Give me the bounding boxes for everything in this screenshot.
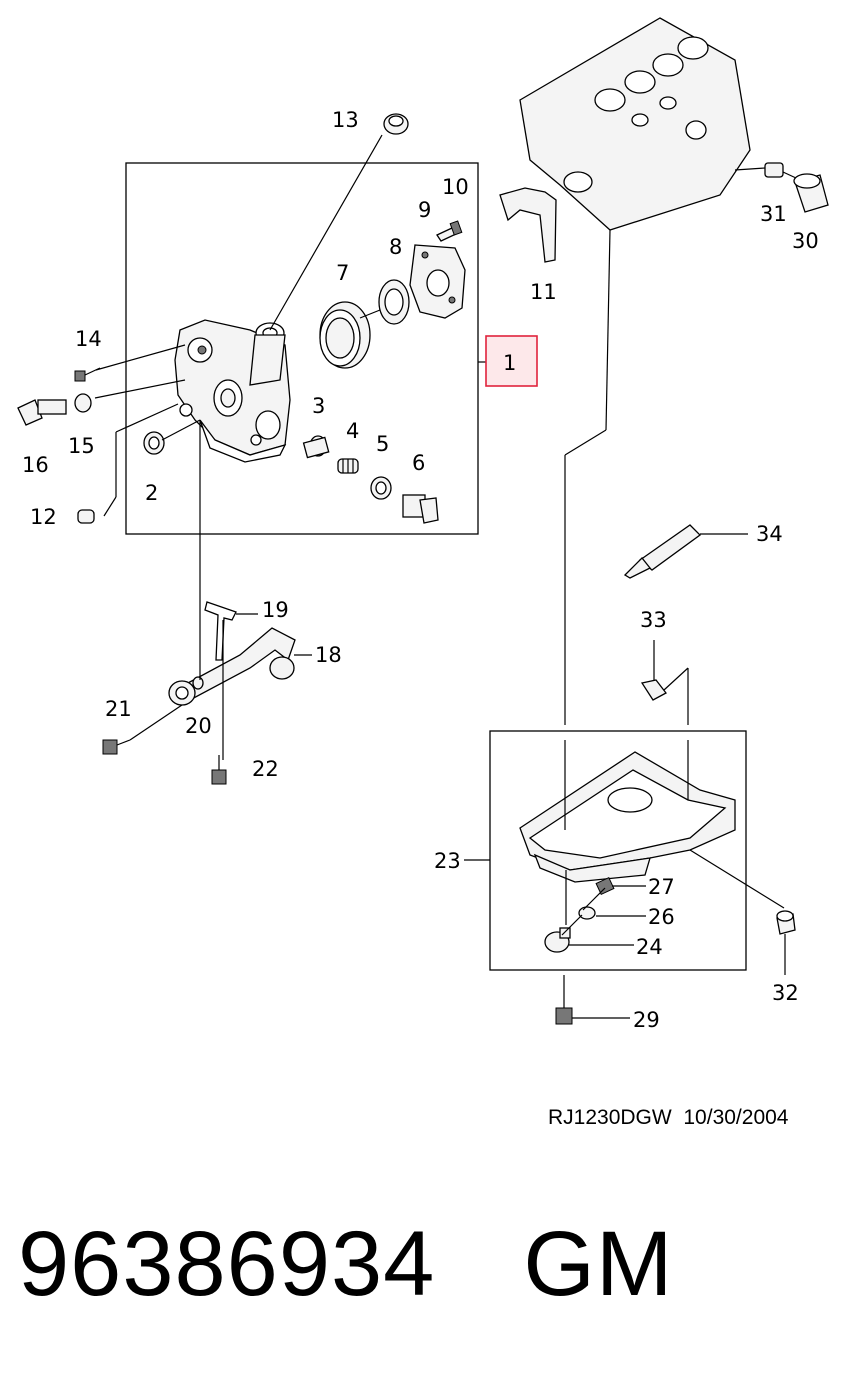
callout-19[interactable]: 19 <box>262 598 289 622</box>
callout-30[interactable]: 30 <box>792 229 819 253</box>
washer-20 <box>192 676 204 690</box>
callout-2[interactable]: 2 <box>145 481 158 505</box>
bolt-21 <box>102 739 131 755</box>
callout-20[interactable]: 20 <box>185 714 212 738</box>
callout-27[interactable]: 27 <box>648 875 675 899</box>
bolt-29 <box>555 975 573 1025</box>
brand-name: GM <box>523 1213 674 1315</box>
pump-cover <box>409 244 466 319</box>
callout-3[interactable]: 3 <box>312 394 325 418</box>
reference-code: RJ1230DGW <box>548 1106 672 1129</box>
callout-5[interactable]: 5 <box>376 432 389 456</box>
bolt-22 <box>211 755 227 785</box>
front-seal-retainer <box>499 187 557 263</box>
oil-pan <box>519 751 736 883</box>
callout-21[interactable]: 21 <box>105 697 132 721</box>
relief-valve-plunger <box>302 435 330 459</box>
callout-10[interactable]: 10 <box>442 175 469 199</box>
oil-pan-assembly-frame <box>489 730 747 971</box>
pickup-bracket <box>204 601 237 661</box>
callout-14[interactable]: 14 <box>75 327 102 351</box>
relief-valve-spring <box>337 458 359 474</box>
part-number-line: 96386934 GM <box>18 1212 674 1317</box>
callout-23[interactable]: 23 <box>434 849 461 873</box>
callout-33[interactable]: 33 <box>640 608 667 632</box>
cover-bolt <box>436 220 463 242</box>
callout-11[interactable]: 11 <box>530 280 557 304</box>
callout-13[interactable]: 13 <box>332 108 359 132</box>
drain-plug <box>544 927 571 953</box>
callout-12[interactable]: 12 <box>30 505 57 529</box>
callout-8[interactable]: 8 <box>389 235 402 259</box>
sealant-tube <box>623 524 701 579</box>
diagram-reference: RJ1230DGW 10/30/2004 <box>548 1106 788 1130</box>
engine-block <box>519 17 751 231</box>
oil-pressure-switch <box>17 399 67 426</box>
callout-1[interactable]: 1 <box>503 351 516 375</box>
inner-rotor-gear <box>359 279 410 325</box>
part-number: 96386934 <box>18 1213 436 1315</box>
callout-1-highlight[interactable] <box>485 335 538 387</box>
callout-7[interactable]: 7 <box>336 261 349 285</box>
oil-pump-assembly-frame <box>125 162 479 535</box>
drain-magnet <box>595 876 615 896</box>
relief-valve-plug <box>402 494 439 524</box>
callout-29[interactable]: 29 <box>633 1008 660 1032</box>
oil-pickup-tube <box>168 627 296 706</box>
oil-pump-body <box>174 319 291 463</box>
plug-32 <box>776 910 796 935</box>
callout-6[interactable]: 6 <box>412 451 425 475</box>
callout-32[interactable]: 32 <box>772 981 799 1005</box>
callout-15[interactable]: 15 <box>68 434 95 458</box>
plug-33 <box>640 679 667 701</box>
callout-18[interactable]: 18 <box>315 643 342 667</box>
outer-rotor <box>319 301 371 369</box>
bolt-13 <box>383 113 409 135</box>
callout-4[interactable]: 4 <box>346 419 359 443</box>
callout-24[interactable]: 24 <box>636 935 663 959</box>
reference-date: 10/30/2004 <box>683 1106 789 1129</box>
callout-34[interactable]: 34 <box>756 522 783 546</box>
oil-filter-adapter <box>764 162 784 178</box>
plug-12 <box>77 509 95 524</box>
callout-26[interactable]: 26 <box>648 905 675 929</box>
oil-filter <box>793 173 829 213</box>
callout-31[interactable]: 31 <box>760 202 787 226</box>
callout-22[interactable]: 22 <box>252 757 279 781</box>
callout-9[interactable]: 9 <box>418 198 431 222</box>
drain-washer <box>578 906 596 920</box>
o-ring-15 <box>74 393 92 413</box>
callout-16[interactable]: 16 <box>22 453 49 477</box>
